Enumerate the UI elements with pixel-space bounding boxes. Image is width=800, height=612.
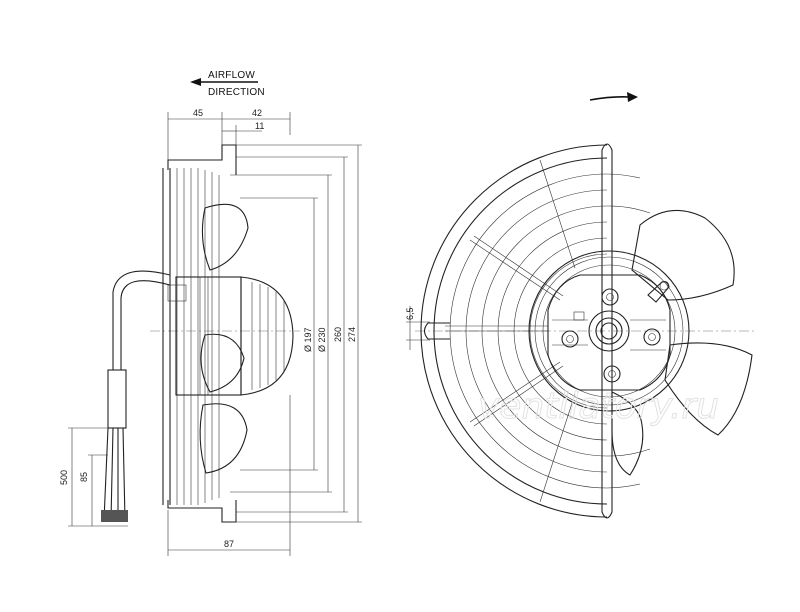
side-cable bbox=[101, 270, 171, 522]
front-guard-frame bbox=[601, 143, 613, 519]
side-guard-wires bbox=[162, 168, 220, 505]
airflow-label-line1: AIRFLOW bbox=[208, 70, 255, 81]
side-guard-bracket bbox=[167, 144, 237, 523]
dim-85: 85 bbox=[79, 472, 89, 482]
dim-197: Ø 197 bbox=[303, 327, 313, 352]
dim-230: Ø 230 bbox=[317, 327, 327, 352]
dim-11: 11 bbox=[255, 121, 264, 131]
airflow-label-line2: DIRECTION bbox=[208, 87, 265, 98]
dim-6-5: 6,5 bbox=[405, 307, 415, 320]
dim-87: 87 bbox=[224, 539, 234, 549]
front-guard-spokes bbox=[445, 159, 576, 503]
rotation-arrow-icon bbox=[589, 92, 638, 102]
diameter-dimensions: Ø 197 Ø 230 260 274 bbox=[230, 144, 362, 523]
watermark: ventilatory.ru bbox=[478, 386, 719, 427]
cable-dimensions: 500 85 bbox=[59, 427, 128, 527]
airflow-arrow-icon bbox=[190, 78, 258, 86]
dim-260: 260 bbox=[333, 327, 343, 342]
top-dimensions: 45 42 11 bbox=[167, 108, 291, 170]
bottom-dimension: 87 bbox=[167, 395, 291, 556]
front-mounting-tab bbox=[423, 322, 450, 340]
front-view: 6,5 bbox=[405, 92, 755, 519]
airflow-direction-label: AIRFLOW DIRECTION bbox=[190, 70, 265, 98]
front-motor bbox=[528, 250, 690, 412]
dim-274: 274 bbox=[347, 327, 357, 342]
dim-500: 500 bbox=[59, 470, 69, 485]
dim-45: 45 bbox=[193, 108, 203, 118]
side-blades bbox=[199, 203, 249, 474]
side-motor bbox=[167, 276, 294, 396]
dim-42: 42 bbox=[252, 108, 262, 118]
mounting-tab-dimension: 6,5 bbox=[405, 306, 430, 350]
side-view: 45 42 11 bbox=[59, 108, 362, 556]
